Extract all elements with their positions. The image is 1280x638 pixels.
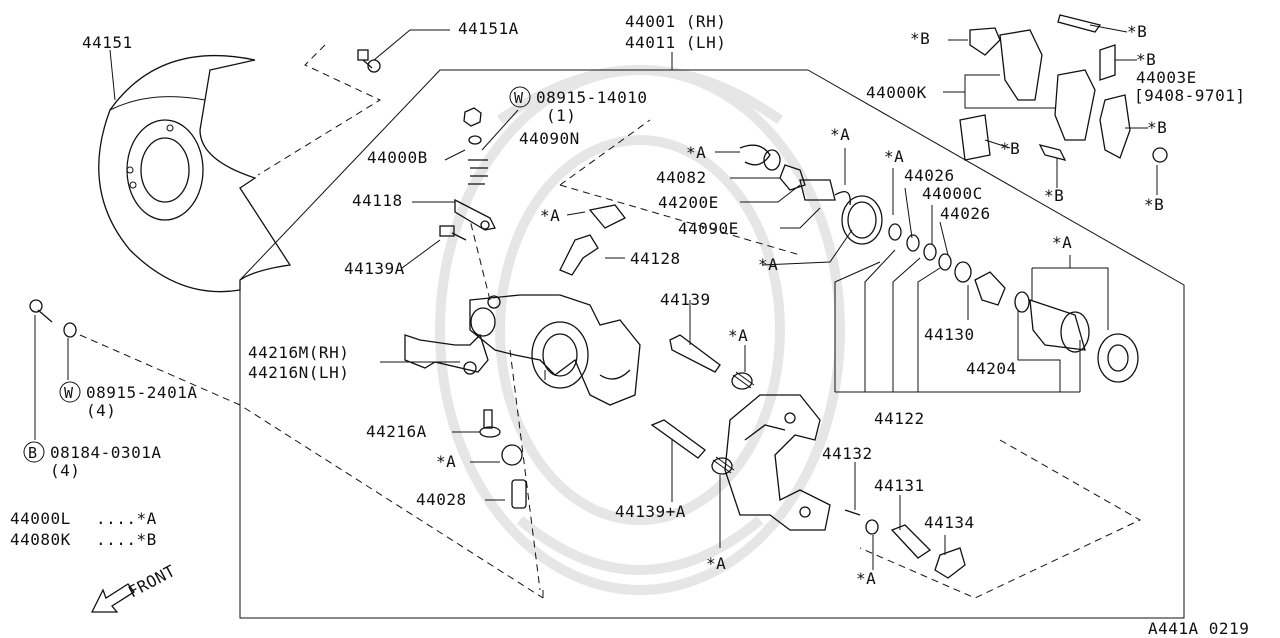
- callout-44003E: 44003E: [1136, 68, 1197, 87]
- washer-symbol-circle-2: [59, 381, 81, 403]
- callout-44151: 44151: [82, 33, 133, 52]
- callout-44001: 44001 (RH): [625, 12, 726, 31]
- callout-A-4: *A: [830, 125, 850, 144]
- kit-legend-marker-1: ....*A: [96, 509, 157, 528]
- callout-44200E: 44200E: [658, 193, 719, 212]
- callout-44139A: 44139A: [344, 259, 405, 278]
- callout-44003E-date: [9408-9701]: [1134, 86, 1245, 105]
- callout-08184-0301A-qty: (4): [50, 461, 80, 480]
- callout-44139: 44139: [660, 290, 711, 309]
- callout-A-2: *A: [686, 143, 706, 162]
- parking-lever-parts: [844, 509, 966, 579]
- callout-A-5: *A: [884, 147, 904, 166]
- callout-A-6: *A: [728, 326, 748, 345]
- callout-44026-2: 44026: [940, 204, 991, 223]
- shield-bolt: [357, 49, 381, 73]
- callout-B-2: *B: [1127, 22, 1147, 41]
- kit-legend-part-1: 44000L: [10, 509, 71, 528]
- callout-44090E: 44090E: [678, 219, 739, 238]
- callout-B-5: *B: [1000, 139, 1020, 158]
- washer-symbol-text-1: W: [514, 89, 524, 107]
- callout-44130: 44130: [924, 325, 975, 344]
- callout-A-3: *A: [540, 206, 560, 225]
- callout-44000B: 44000B: [367, 148, 428, 167]
- callout-44122: 44122: [874, 409, 925, 428]
- left-washer: [63, 322, 77, 338]
- callout-B-3: *B: [1136, 50, 1156, 69]
- callout-B-6: *B: [1044, 186, 1064, 205]
- callout-44139A-2: 44139+A: [615, 502, 686, 521]
- callout-44131: 44131: [874, 476, 925, 495]
- callout-44082: 44082: [656, 168, 707, 187]
- assembly-frame: [239, 69, 1185, 619]
- callout-44000K: 44000K: [866, 83, 927, 102]
- diagram-code: A441A 0219: [1148, 619, 1249, 638]
- callout-44000C: 44000C: [922, 184, 983, 203]
- kit-legend-part-2: 44080K: [10, 530, 71, 549]
- callout-44216N: 44216N(LH): [248, 363, 349, 382]
- callout-B-4: *B: [1147, 118, 1167, 137]
- callout-A-7: *A: [758, 255, 778, 274]
- callout-44011: 44011 (LH): [625, 33, 726, 52]
- callout-08915-14010-qty: (1): [546, 106, 576, 125]
- callout-44090N: 44090N: [519, 129, 580, 148]
- bolt-symbol-circle: [23, 441, 45, 463]
- kit-legend-marker-2: ....*B: [96, 530, 157, 549]
- washer-symbol-circle: [509, 86, 531, 108]
- callout-44028: 44028: [416, 490, 467, 509]
- front-arrow-icon: [90, 583, 135, 613]
- brake-pads: [959, 14, 1168, 163]
- left-bolt: [29, 299, 53, 323]
- callout-44128: 44128: [630, 249, 681, 268]
- callout-44204: 44204: [966, 359, 1017, 378]
- callout-08915-2401A: 08915-2401A: [86, 383, 197, 402]
- washer-symbol-text-2: W: [64, 384, 74, 402]
- callout-B-1: *B: [910, 29, 930, 48]
- callout-B-7: *B: [1144, 195, 1164, 214]
- bleeder-parts: [439, 107, 496, 241]
- callout-08915-2401A-qty: (4): [86, 401, 116, 420]
- adjuster-shaft: [559, 119, 801, 276]
- callout-44118: 44118: [352, 191, 403, 210]
- caliper-body: [469, 294, 641, 406]
- front-direction-label: FRONT: [125, 561, 179, 602]
- callout-44151A: 44151A: [458, 19, 519, 38]
- callout-A-10: *A: [856, 569, 876, 588]
- callout-A-9: *A: [706, 554, 726, 573]
- slide-pin-lower: [650, 419, 735, 475]
- callout-A-8: *A: [1052, 233, 1072, 252]
- callout-44134: 44134: [924, 513, 975, 532]
- slide-pin-upper: [669, 334, 755, 390]
- callout-44216M: 44216M(RH): [248, 343, 349, 362]
- splash-shield: [98, 54, 292, 293]
- callout-44216A: 44216A: [366, 422, 427, 441]
- callout-44132: 44132: [822, 444, 873, 463]
- callout-08184-0301A: 08184-0301A: [50, 443, 161, 462]
- callout-08915-14010: 08915-14010: [536, 88, 647, 107]
- caliper-bracket: [404, 333, 489, 375]
- bolt-symbol-text: B: [28, 444, 38, 462]
- callout-44026-1: 44026: [904, 166, 955, 185]
- bracket-bolt: [479, 409, 527, 509]
- callout-A-1: *A: [436, 452, 456, 471]
- torque-member: [724, 394, 831, 531]
